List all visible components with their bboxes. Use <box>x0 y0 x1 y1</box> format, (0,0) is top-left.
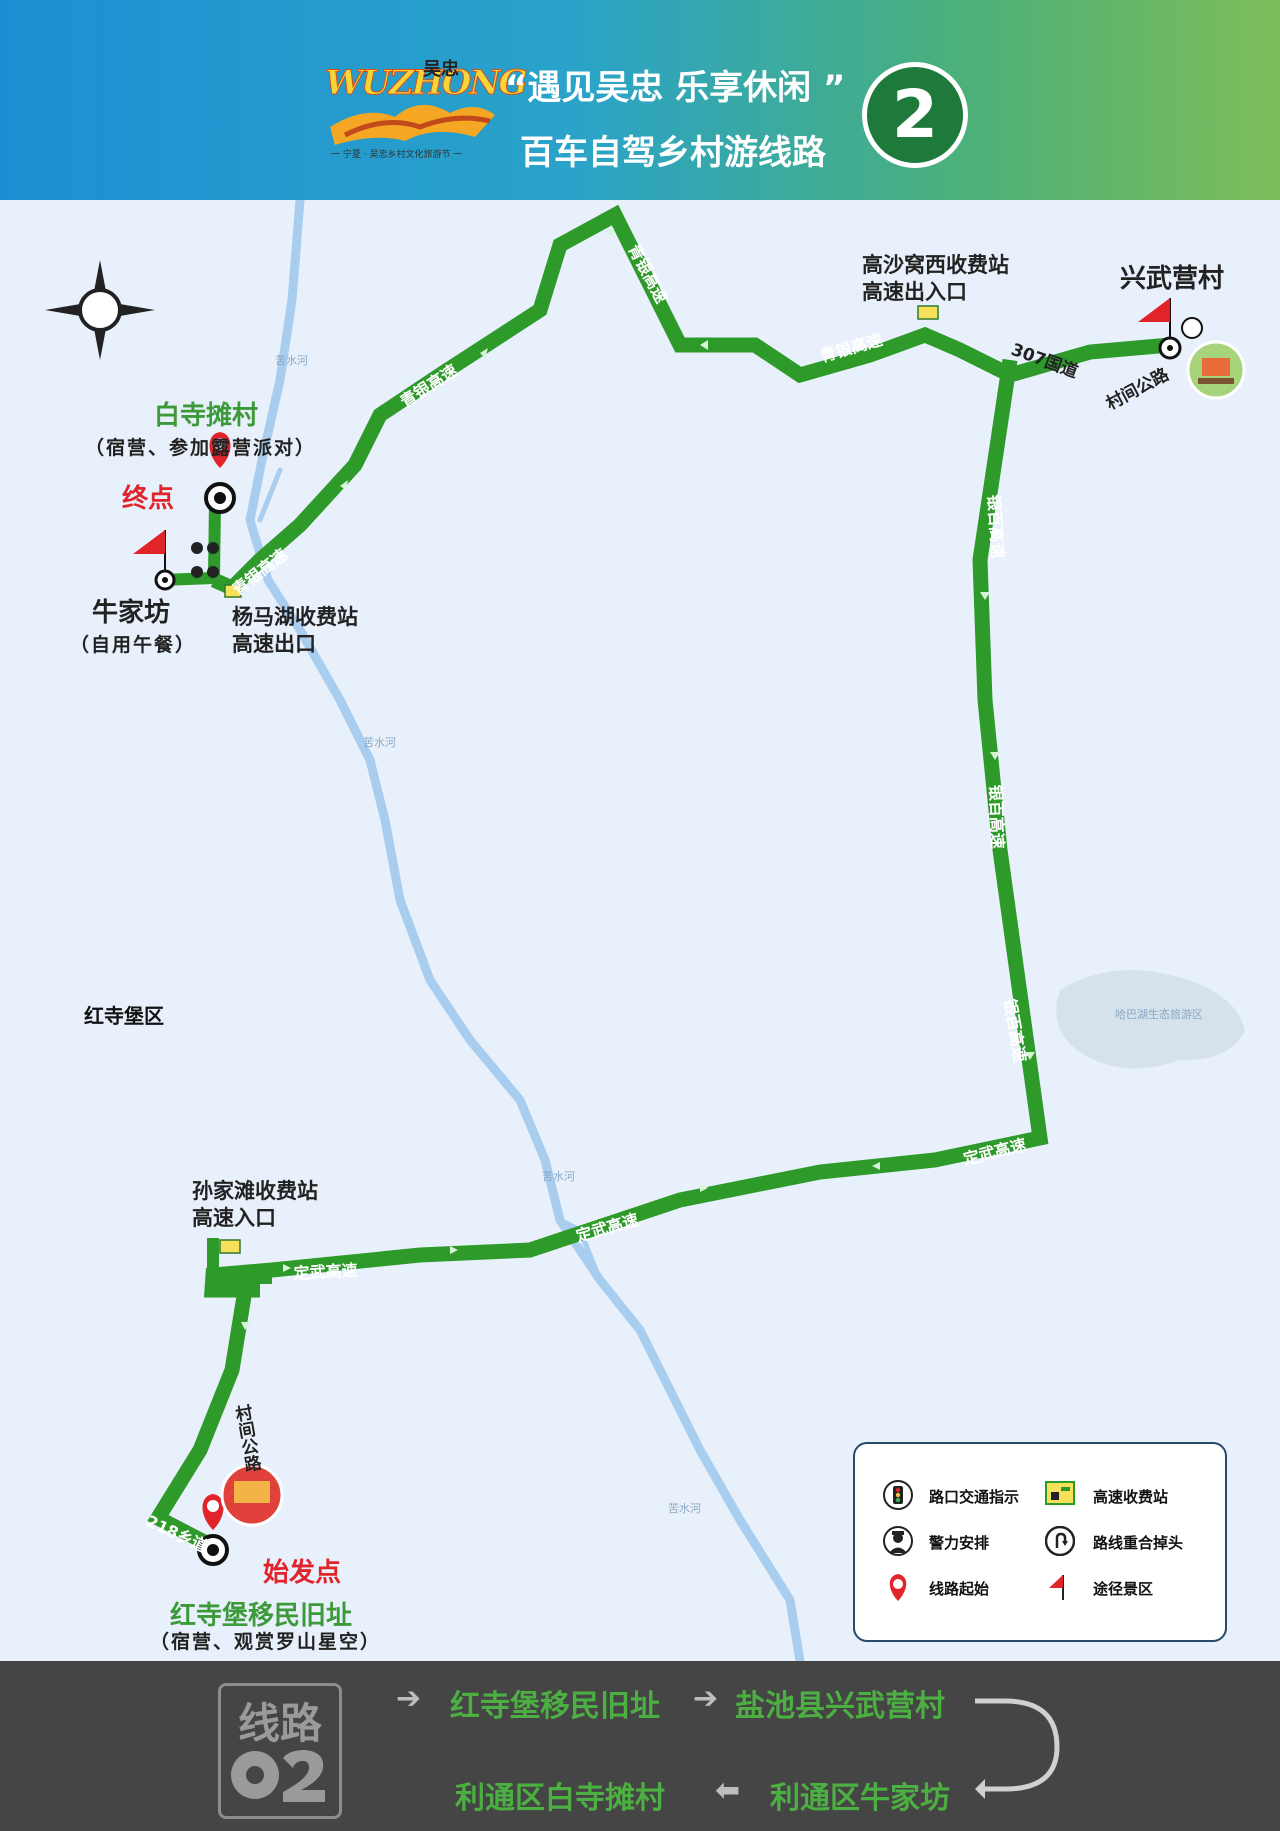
route-number-badge: 2 <box>862 62 968 168</box>
label-gaoshawo-toll: 高沙窝西收费站高速出入口 <box>862 253 1009 304</box>
start-pin-icon <box>197 1494 229 1566</box>
legend-scenic-label: 途径景区 <box>1093 1580 1154 1598</box>
lake-label: 哈巴湖生态旅游区 <box>1115 1007 1203 1021</box>
route-badge: 线路 02 <box>218 1683 342 1819</box>
label-niujiafang: 牛家坊 <box>92 598 171 628</box>
logo-text: WUZHONG <box>325 63 529 104</box>
haba-lake <box>1056 970 1245 1069</box>
legend-start-label: 线路起始 <box>929 1580 990 1598</box>
police-icon <box>883 1526 913 1556</box>
legend-uturn-label: 路线重合掉头 <box>1093 1534 1184 1552</box>
xingwuying-scenic-badge <box>1186 340 1246 400</box>
title-line1: “遇见吴忠 乐享休闲 ” <box>505 68 846 108</box>
label-hongsipu-note: （宿营、观赏罗山星空） <box>150 1631 382 1653</box>
niujiafang-flag-icon <box>133 530 176 591</box>
road-qingyin-2: 青银高速 <box>397 361 461 412</box>
location-pin-icon <box>889 1574 907 1601</box>
xingwuying-flag-icon <box>1138 298 1203 360</box>
label-baisi-village: 白寺摊村 <box>154 401 259 431</box>
wuzhong-logo: WUZHONG 吴忠 一 宁夏 · 吴忠乡村文化旅游节 一 <box>325 55 529 165</box>
logo-mountain-icon <box>330 104 495 145</box>
header-banner: WUZHONG 吴忠 一 宁夏 · 吴忠乡村文化旅游节 一 “遇见吴忠 乐享休闲… <box>0 0 1280 200</box>
road-yinbai-2: 银百高速 <box>986 784 1007 849</box>
legend-traffic-label: 路口交通指示 <box>929 1488 1020 1506</box>
road-yinbai-1: 银百高速 <box>984 494 1007 559</box>
label-sunjiatan-toll: 孙家滩收费站高速入口 <box>192 1179 318 1230</box>
label-xingwuying: 兴武营村 <box>1120 264 1225 294</box>
traffic-light-icon <box>883 1480 913 1510</box>
direction-arrows <box>241 228 1035 1330</box>
compass-icon <box>45 260 155 360</box>
badge-number-text: 02 <box>229 1744 231 1745</box>
label-end-point: 终点 <box>122 484 175 514</box>
toll-station-icons <box>219 305 939 1254</box>
footer-arrow-3: ⬅ <box>715 1773 741 1808</box>
road-dingwu-2: 定武高速 <box>573 1210 641 1246</box>
legend-toll-label: 高速收费站 <box>1093 1488 1169 1506</box>
label-hongsipu-district: 红寺堡区 <box>84 1004 164 1028</box>
river-label-4: 苦水河 <box>668 1502 701 1515</box>
toll-station-icon <box>1045 1481 1075 1505</box>
road-cunjian-west: 村间公路 <box>230 1402 262 1474</box>
river-label-3: 苦水河 <box>542 1170 575 1183</box>
label-start-point: 始发点 <box>263 1558 342 1588</box>
footer-stop-2: 盐池县兴武营村 <box>735 1689 945 1724</box>
traffic-indicator-icons <box>191 542 219 578</box>
footer-arrow-2: ➔ <box>693 1681 719 1716</box>
badge-text: 线路 <box>237 1699 322 1748</box>
route-line-yinbai <box>147 358 1049 1552</box>
u-turn-icon <box>1045 1526 1075 1556</box>
road-218: 218乡道 <box>143 1511 210 1556</box>
footer-uturn-arrow <box>975 1698 1060 1799</box>
legend-police-label: 警力安排 <box>929 1534 990 1552</box>
river-label-2: 苦水河 <box>363 736 396 749</box>
label-yangmahu-toll: 杨马湖收费站高速出口 <box>232 605 358 656</box>
river-label-1: 苦水河 <box>275 354 308 367</box>
footer-stop-1: 红寺堡移民旧址 <box>450 1689 660 1724</box>
road-dingwu-3: 定武高速 <box>292 1261 358 1283</box>
river <box>245 200 805 1661</box>
footer-arrow-1: ➔ <box>396 1681 422 1716</box>
river-labels: 苦水河 苦水河 苦水河 苦水河 哈巴湖生态旅游区 <box>275 354 1203 1515</box>
route-line-niujiafang <box>161 499 221 586</box>
route-line-sunjiatan <box>207 1238 272 1284</box>
route-map: 青银高速 青银高速 青银高速 青银高速 银百高速 银百高速 银百高速 定武高速 … <box>45 200 1246 1661</box>
label-niujiafang-note: （自用午餐） <box>70 634 197 656</box>
label-baisi-note: （宿营、参加露营派对） <box>85 437 317 459</box>
hongsipu-scenic-badge <box>220 1463 284 1527</box>
footer-route-summary: 线路 02 ➔ 红寺堡移民旧址 ➔ 盐池县兴武营村 利通区牛家坊 ⬅ 利通区白寺… <box>0 1661 1280 1831</box>
end-pin-icon <box>204 432 236 514</box>
label-hongsipu-site: 红寺堡移民旧址 <box>170 1601 353 1631</box>
road-labels-dark: 307国道 村间公路 村间公路 <box>230 339 1173 1475</box>
route-line <box>210 204 1171 597</box>
road-cunjian-east: 村间公路 <box>1102 363 1173 414</box>
badge-number-graphic: 02 <box>229 1744 325 1802</box>
map-legend: 路口交通指示 高速收费站 警力安排 路线重合掉头 线路起始 途径景区 <box>853 1442 1227 1642</box>
title-line2: 百车自驾乡村游线路 <box>520 133 826 173</box>
red-flag-icon <box>1049 1575 1064 1600</box>
footer-stop-3: 利通区牛家坊 <box>770 1781 950 1816</box>
logo-subtitle: 一 宁夏 · 吴忠乡村文化旅游节 一 <box>331 150 463 160</box>
footer-stop-4: 利通区白寺摊村 <box>455 1781 665 1816</box>
logo-cn-text: 吴忠 <box>423 59 459 80</box>
